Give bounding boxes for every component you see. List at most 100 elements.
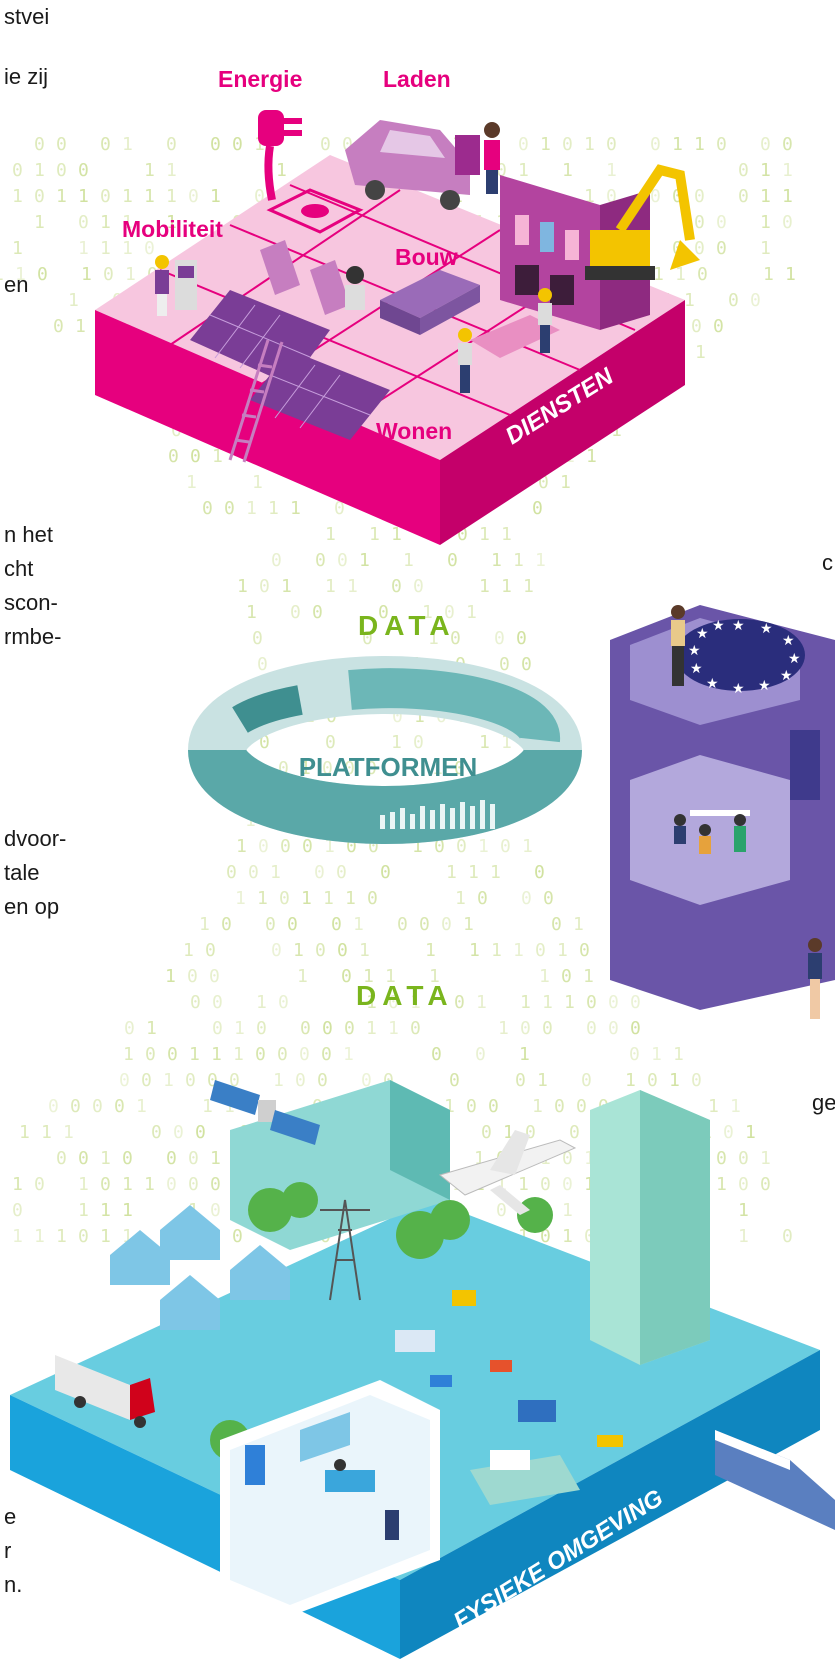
svg-text:★: ★ (788, 651, 801, 667)
binary-digit: 1 (684, 290, 695, 311)
binary-digit: 0 (254, 186, 265, 207)
binary-digit: 1 (237, 576, 248, 597)
binary-digit: 0 (496, 1200, 507, 1221)
digger-icon (452, 1290, 476, 1306)
house-interior-icon (220, 1380, 440, 1620)
binary-digit: 0 (0, 1226, 1, 1247)
text-fragment-8: dvoor- (4, 826, 67, 851)
sofa-icon (325, 1470, 375, 1492)
binary-digit: 1 (501, 732, 512, 753)
binary-digit: 0 (100, 1174, 111, 1195)
binary-digit: 1 (518, 160, 529, 181)
binary-digit: 1 (68, 290, 79, 311)
binary-digit: 1 (0, 186, 1, 207)
binary-digit: 1 (523, 576, 534, 597)
binary-digit: 1 (562, 1200, 573, 1221)
platform-label: PLATFORMEN (299, 752, 478, 782)
binary-digit: 0 (441, 914, 452, 935)
binary-digit: 0 (277, 1044, 288, 1065)
binary-digit: 1 (100, 1148, 111, 1169)
binary-digit: 0 (255, 1044, 266, 1065)
svg-text:★: ★ (706, 676, 719, 692)
binary-digit: 0 (388, 992, 399, 1013)
binary-digit: 0 (551, 914, 562, 935)
binary-digit: 0 (53, 316, 64, 337)
binary-digit: 0 (346, 836, 357, 857)
power-pylon-icon (320, 1199, 370, 1301)
binary-digit: 1 (233, 1044, 244, 1065)
binary-digit: 0 (312, 602, 323, 623)
person-sofa-icon (334, 1459, 346, 1471)
binary-digit: 0 (454, 758, 465, 779)
binary-digit: 0 (315, 940, 326, 961)
binary-digit: 0 (334, 498, 345, 519)
svg-text:★: ★ (780, 668, 793, 684)
binary-digit: 1 (246, 602, 257, 623)
binary-digit: 1 (256, 992, 267, 1013)
text-fragment-12: r (4, 1538, 12, 1563)
eu-flag-icon (675, 619, 805, 691)
binary-digit: 0 (691, 316, 702, 337)
svg-text:★: ★ (712, 618, 725, 634)
binary-digit: 0 (12, 160, 23, 181)
binary-digit: 0 (630, 992, 641, 1013)
binary-digit: 0 (525, 1122, 536, 1143)
binary-digit: 0 (520, 1018, 531, 1039)
binary-digit: 0 (368, 836, 379, 857)
svg-text:★: ★ (696, 626, 709, 642)
binary-digit: 0 (322, 1018, 333, 1039)
binary-digit: 0 (167, 1044, 178, 1065)
binary-digit: 1 (651, 1044, 662, 1065)
binary-digit: 1 (300, 758, 311, 779)
binary-digit: 1 (522, 836, 533, 857)
binary-digit: 1 (122, 186, 133, 207)
binary-digit: 0 (738, 1174, 749, 1195)
binary-digit: 0 (456, 836, 467, 857)
svg-text:★: ★ (782, 633, 795, 649)
binary-digit: 1 (584, 186, 595, 207)
svg-text:★: ★ (732, 618, 745, 634)
binary-digit: 1 (385, 966, 396, 987)
binary-digit: 0 (258, 836, 269, 857)
building-materials-icon (380, 270, 560, 358)
train-seats-icon (260, 240, 365, 315)
binary-digit: 1 (498, 1018, 509, 1039)
binary-digit: 0 (122, 1148, 133, 1169)
text-fragment-13: n. (4, 1572, 23, 1597)
government-tower: ★★★ ★★★ ★★★ ★★★ (610, 605, 835, 1019)
binary-digit: 1 (290, 498, 301, 519)
binary-digit: 0 (366, 758, 377, 779)
binary-digit: 0 (331, 914, 342, 935)
coat-of-arms-icon (790, 730, 820, 800)
binary-digit: 1 (235, 888, 246, 909)
binary-digit: 1 (672, 134, 683, 155)
binary-digit: 1 (325, 576, 336, 597)
binary-digit: 1 (211, 1044, 222, 1065)
ticket-machine-icon (175, 260, 197, 310)
binary-digit: 1 (122, 134, 133, 155)
binary-digit: 1 (760, 212, 771, 233)
binary-digit: 1 (78, 238, 89, 259)
binary-digit: 0 (12, 1200, 23, 1221)
binary-digit: 1 (100, 1226, 111, 1247)
binary-digit: 1 (573, 914, 584, 935)
binary-digit: 1 (293, 940, 304, 961)
label-wonen: Wonen (376, 418, 453, 444)
binary-digit: 1 (12, 1226, 23, 1247)
binary-digit: 0 (586, 992, 597, 1013)
binary-digit: 0 (650, 186, 661, 207)
binary-digit: 0 (413, 732, 424, 753)
binary-digit: 1 (782, 186, 793, 207)
binary-digit: 1 (675, 264, 686, 285)
binary-digit: 0 (151, 1122, 162, 1143)
binary-digit: 1 (491, 940, 502, 961)
binary-digit: 0 (457, 524, 468, 545)
binary-digit: 0 (444, 602, 455, 623)
binary-digit: 1 (236, 836, 247, 857)
binary-digit: 1 (166, 160, 177, 181)
solar-panel-icon (190, 290, 390, 440)
binary-digit: 1 (673, 1044, 684, 1065)
label-mobiliteit: Mobiliteit (122, 216, 223, 242)
binary-digit: 0 (271, 940, 282, 961)
